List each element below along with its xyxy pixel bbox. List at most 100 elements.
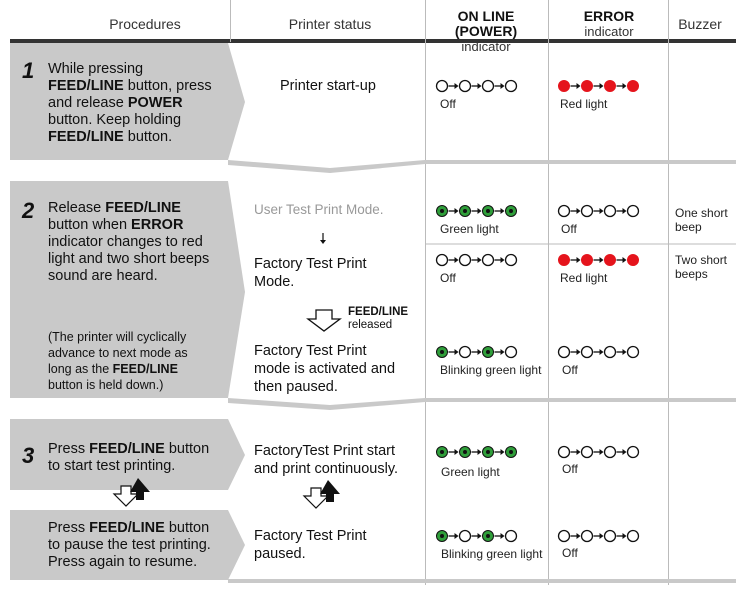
- step2-procedure: Release FEED/LINE button when ERROR indi…: [48, 200, 228, 285]
- step2-row3-online-leds: [436, 345, 518, 359]
- led-center-dot: [440, 350, 444, 354]
- led-arrow-head: [477, 257, 482, 263]
- step1-online-leds: [435, 79, 518, 93]
- step3-row2-error-caption: Off: [562, 546, 578, 560]
- step1-text-2: button, press: [123, 78, 212, 94]
- step3-text-1: Press: [48, 441, 90, 457]
- step3-number: 3: [22, 443, 35, 468]
- step3-pause-bold: FEED/LINE: [89, 520, 165, 536]
- step3-press-arrow-icon-2: [302, 480, 340, 509]
- step2-row1-buzzer-l1: One short: [675, 206, 728, 220]
- step3-pause-text-2: button: [164, 520, 210, 536]
- step3-row1-error-leds: [557, 445, 640, 459]
- step3-panel-b: [10, 510, 245, 580]
- header-rule: [10, 39, 736, 43]
- led-off-icon: [481, 253, 495, 267]
- led-off-icon: [626, 345, 640, 359]
- led-arrow-head: [454, 533, 459, 539]
- step1-panel: [10, 43, 245, 160]
- led-arrow-head: [599, 257, 604, 263]
- step3-status-start: FactoryTest Print start and print contin…: [254, 442, 398, 478]
- step2-number: 2: [22, 198, 35, 223]
- step2-row3-error-leds: [557, 345, 640, 359]
- led-arrow-head: [500, 533, 505, 539]
- header-online-indicator: ON LINE (POWER) indicator: [425, 9, 547, 55]
- step1-text-5: button.: [123, 129, 173, 145]
- release-text: released: [348, 319, 393, 331]
- step2-row2-online-caption: Off: [440, 271, 456, 285]
- step3-row1-error-caption: Off: [562, 462, 578, 476]
- step2-note: (The printer will cyclically advance to …: [48, 329, 228, 393]
- led-off-icon: [504, 529, 518, 543]
- step1-error-leds: [558, 80, 639, 92]
- step3-pause-text-3: to pause the test printing.: [48, 537, 211, 553]
- led-off-icon: [580, 529, 594, 543]
- step2-activated: Factory Test Print mode is activated and…: [254, 342, 395, 396]
- release-bold: FEED/LINE: [348, 306, 409, 318]
- step2-text-1: Release: [48, 200, 106, 216]
- step2-activated-l2: mode is activated and: [254, 361, 396, 377]
- led-center-dot: [509, 209, 513, 213]
- led-off-icon: [580, 204, 594, 218]
- step1-number: 1: [22, 58, 35, 83]
- led-off-icon: [504, 79, 518, 93]
- led-arrow-head: [622, 449, 627, 455]
- led-arrow-head: [477, 349, 482, 355]
- led-off-icon: [626, 204, 640, 218]
- step3-procedure-start: Press FEED/LINE button to start test pri…: [48, 441, 228, 475]
- led-arrow-head: [477, 83, 482, 89]
- step2-factory-l1: Factory Test Print: [254, 256, 367, 272]
- step3-row2-online-leds: [436, 529, 518, 543]
- led-off-icon: [557, 345, 571, 359]
- step2-row2-buzzer-l1: Two short: [675, 253, 728, 267]
- led-center-dot: [463, 209, 467, 213]
- step3-pause-text-1: Press: [48, 520, 90, 536]
- step1-text-1: While pressing: [48, 61, 144, 77]
- step2-bold-error: ERROR: [131, 217, 184, 233]
- led-arrow-head: [576, 257, 581, 263]
- col-divider-1: [230, 0, 231, 42]
- step1-text-4: button. Keep holding: [48, 112, 182, 128]
- led-off-icon: [557, 445, 571, 459]
- step2-row1-online-caption: Green light: [440, 222, 499, 236]
- led-off-icon: [603, 529, 617, 543]
- step3-press-arrow-icon-1: [112, 478, 150, 507]
- led-red-icon: [581, 80, 593, 92]
- step3-bold-feedline: FEED/LINE: [89, 441, 165, 457]
- step2-panel: [10, 181, 245, 398]
- led-red-icon: [558, 254, 570, 266]
- led-arrow-head: [477, 533, 482, 539]
- release-arrow-icon: [306, 309, 342, 332]
- led-arrow-head: [576, 83, 581, 89]
- led-arrow-head: [454, 257, 459, 263]
- step3-pause-text-4: Press again to resume.: [48, 554, 198, 570]
- led-center-dot: [486, 209, 490, 213]
- step1-online-caption: Off: [440, 97, 456, 111]
- led-off-icon: [435, 79, 449, 93]
- led-arrow-head: [599, 533, 604, 539]
- step2-row2-buzzer-l2: beeps: [675, 267, 708, 281]
- led-arrow-head: [500, 449, 505, 455]
- led-off-icon: [458, 253, 472, 267]
- step3-row2-error-leds: [557, 529, 640, 543]
- step2-row2-error-leds: [558, 254, 639, 266]
- led-center-dot: [440, 209, 444, 213]
- led-arrow-head: [622, 208, 627, 214]
- header-error-main: ERROR: [583, 8, 635, 24]
- led-center-dot: [440, 450, 444, 454]
- led-arrow-head: [576, 533, 581, 539]
- step1-bold-feedline-2: FEED/LINE: [48, 129, 124, 145]
- step2-text-3: indicator changes to red: [48, 234, 203, 250]
- led-red-icon: [558, 80, 570, 92]
- led-arrow-head: [599, 349, 604, 355]
- step3-text-3: to start test printing.: [48, 458, 176, 474]
- step2-text-5: sound are heard.: [48, 268, 158, 284]
- led-off-icon: [458, 529, 472, 543]
- led-arrow-head: [622, 257, 627, 263]
- step2-factory-mode: Factory Test Print Mode.: [254, 255, 367, 291]
- step2-row1-buzzer: One short beep: [675, 206, 728, 234]
- step3-status1-l2: and print continuously.: [254, 461, 399, 477]
- led-center-dot: [486, 450, 490, 454]
- led-center-dot: [486, 534, 490, 538]
- led-red-icon: [581, 254, 593, 266]
